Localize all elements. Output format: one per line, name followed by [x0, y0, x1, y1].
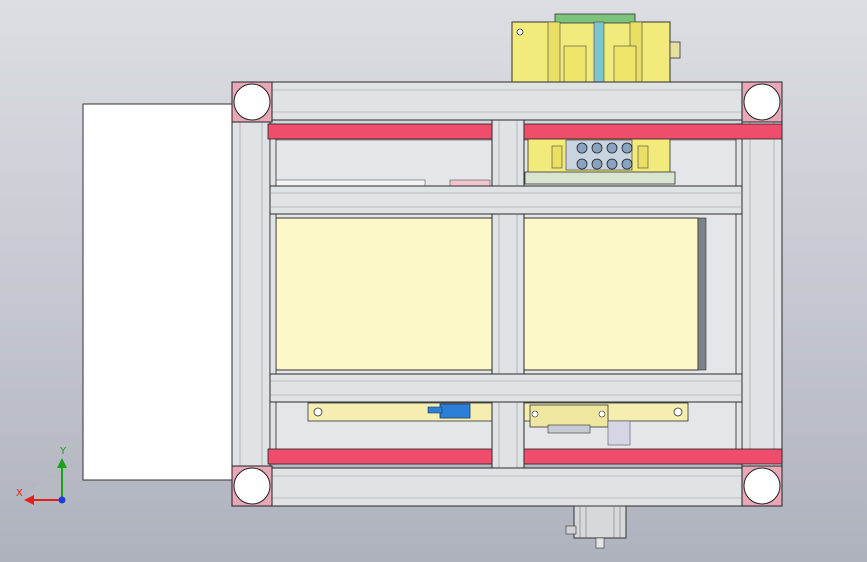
x-axis-label: X	[16, 488, 23, 499]
sensor-strip-2	[449, 179, 491, 187]
x-axis-arrow-icon	[24, 495, 34, 505]
pulley-assembly	[524, 137, 676, 185]
top-cylinder-block	[511, 13, 681, 83]
y-axis-arrow-icon	[57, 458, 67, 468]
actuator-rod	[427, 406, 443, 414]
sensor-strip	[274, 179, 426, 187]
corner-connectors	[231, 81, 783, 507]
panel-end-cap	[697, 217, 707, 371]
cream-panel	[275, 217, 699, 371]
coordinate-triad: Y X	[16, 446, 67, 505]
bottom-motor	[565, 505, 627, 549]
y-axis-label: Y	[59, 446, 67, 457]
blue-actuator	[439, 403, 471, 419]
red-cross-bars	[267, 123, 783, 465]
side-panel-box	[82, 103, 234, 481]
z-axis-dot-icon	[58, 496, 66, 504]
aluminum-frame	[231, 81, 783, 507]
